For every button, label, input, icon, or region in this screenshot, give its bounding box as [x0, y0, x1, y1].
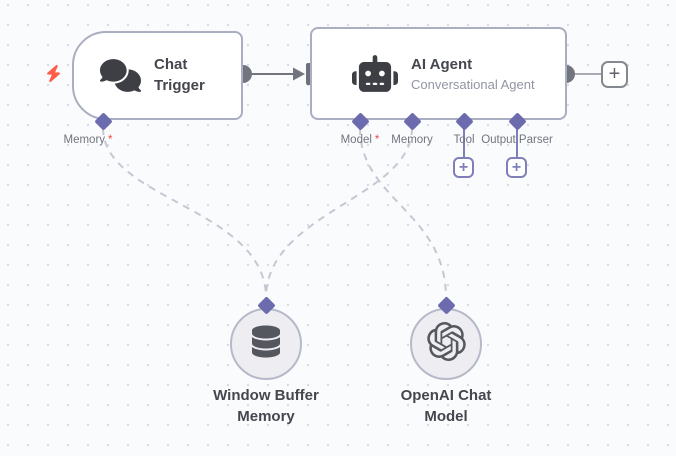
node-chat-trigger[interactable]: Chat Trigger: [72, 31, 243, 120]
robot-icon: [352, 55, 398, 92]
trigger-bolt-icon: [46, 63, 61, 89]
edge-agent-memory-to-window-buffer-memory[interactable]: [265, 127, 413, 299]
edge-arrowhead-icon: [293, 67, 305, 81]
port-label-agent-model: Model*: [340, 134, 380, 146]
node-ai-agent[interactable]: AI Agent Conversational Agent: [310, 27, 567, 120]
port-label-agent-memory: Memory: [391, 134, 433, 146]
window-buffer-memory-label: Window Buffer Memory: [213, 387, 319, 425]
ai-agent-title: AI Agent: [411, 55, 473, 73]
edge-trigger-memory-to-window-buffer-memory[interactable]: [102, 127, 267, 299]
node-window-buffer-memory[interactable]: [230, 308, 302, 380]
chat-bubbles-icon: [100, 59, 141, 92]
ai-agent-subtitle: Conversational Agent: [411, 77, 535, 93]
port-label-trigger-memory: Memory*: [63, 134, 113, 146]
openai-chat-model-label: OpenAI Chat Model: [400, 387, 492, 425]
openai-logo-icon: [426, 322, 466, 366]
port-label-agent-tool: Tool: [453, 134, 475, 146]
database-icon: [252, 325, 280, 363]
add-output-parser-button[interactable]: +: [506, 157, 527, 178]
add-tool-button[interactable]: +: [453, 157, 474, 178]
edge-agent-model-to-openai-chat-model[interactable]: [359, 127, 447, 299]
node-openai-chat-model[interactable]: [410, 308, 482, 380]
port-label-agent-output-parser: Output Parser: [481, 134, 553, 146]
add-next-node-button[interactable]: +: [601, 61, 628, 88]
chat-trigger-title: Chat Trigger: [154, 56, 205, 94]
